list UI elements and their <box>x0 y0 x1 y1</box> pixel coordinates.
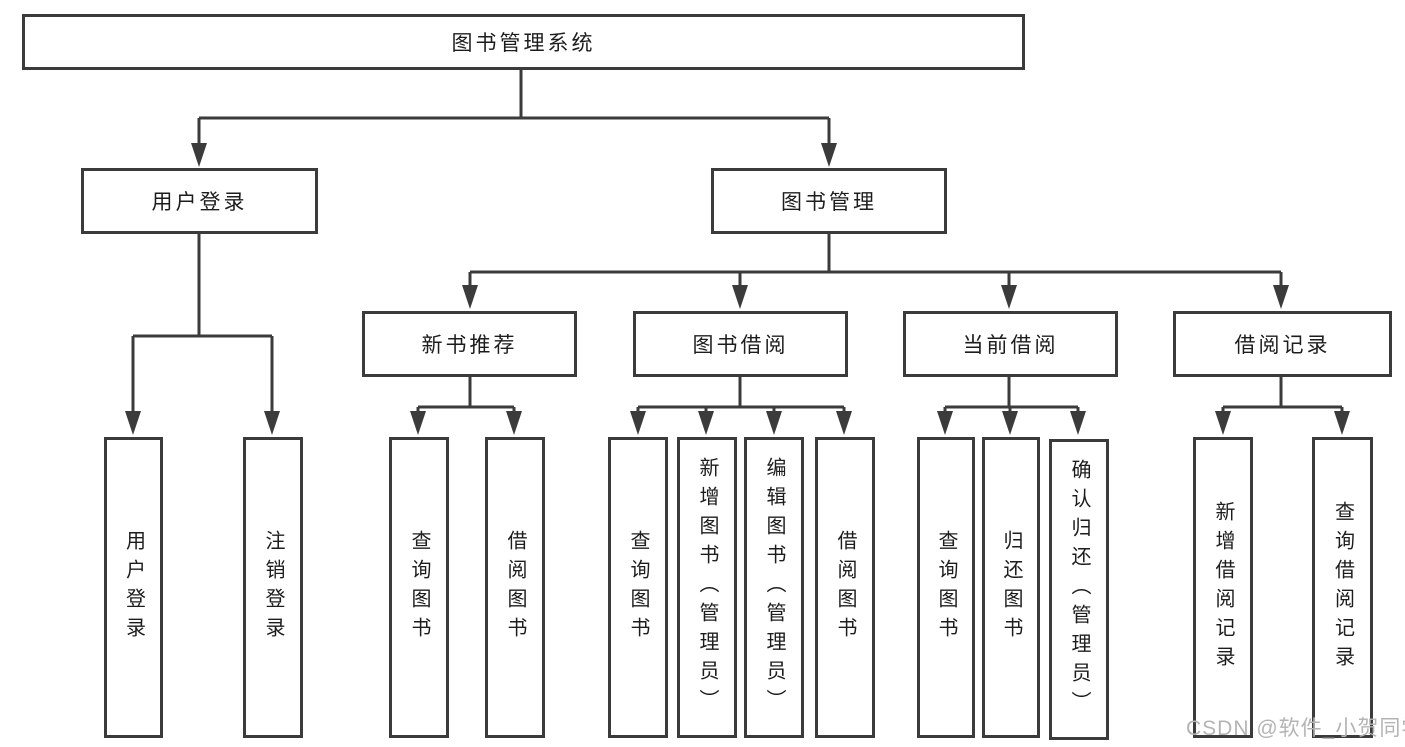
leaf-add-borrow-record: 新增借阅记录 <box>1193 437 1253 738</box>
leaf-borrow-books: 借阅图书 <box>815 437 875 738</box>
leaf-user-login: 用户登录 <box>104 437 163 738</box>
node-new-book-recommend: 新书推荐 <box>362 311 577 377</box>
leaf-return-book: 归还图书 <box>982 437 1040 738</box>
leaf-add-book-admin: 新增图书（管理员） <box>677 437 737 738</box>
node-borrow-record: 借阅记录 <box>1173 311 1392 377</box>
leaf-query-books-borrow: 查询图书 <box>608 437 668 738</box>
node-book-management-system: 图书管理系统 <box>22 14 1025 70</box>
leaf-logout: 注销登录 <box>243 437 303 738</box>
leaf-borrow-books-recommend: 借阅图书 <box>485 437 545 738</box>
node-current-borrow: 当前借阅 <box>903 311 1118 377</box>
node-book-management: 图书管理 <box>711 168 947 234</box>
leaf-edit-book-admin: 编辑图书（管理员） <box>744 437 804 738</box>
leaf-confirm-return-admin: 确认归还（管理员） <box>1049 439 1109 740</box>
leaf-query-borrow-record: 查询借阅记录 <box>1312 437 1373 738</box>
leaf-query-books-current: 查询图书 <box>917 437 975 738</box>
node-user-login: 用户登录 <box>81 168 318 234</box>
node-book-borrow: 图书借阅 <box>633 311 848 377</box>
csdn-watermark: CSDN @软件_小贺同学 <box>1186 717 1405 740</box>
leaf-query-books-recommend: 查询图书 <box>389 437 449 738</box>
